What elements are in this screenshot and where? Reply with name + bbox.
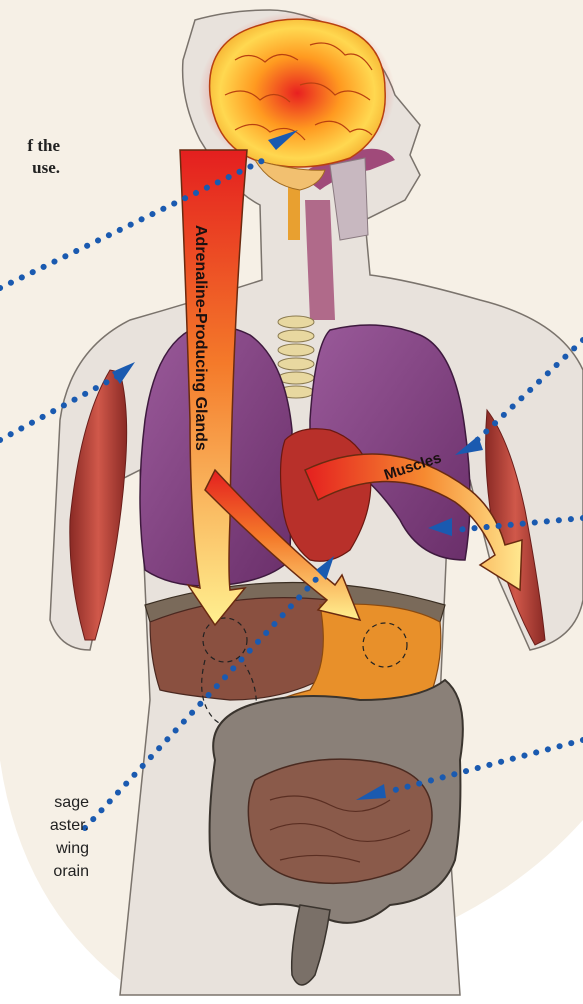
caption-bottom-line-3: wing — [0, 837, 89, 860]
caption-bottom-line-2: aster. — [0, 814, 89, 837]
caption-top-line-1: f the — [0, 135, 60, 157]
caption-bottom: sage aster. wing orain — [0, 791, 89, 883]
liver — [150, 598, 330, 700]
caption-top-line-2: use. — [0, 157, 60, 179]
glands-arrow-label: Adrenaline-Producing Glands — [192, 225, 209, 451]
caption-bottom-line-1: sage — [0, 791, 89, 814]
caption-bottom-line-4: orain — [0, 860, 89, 883]
small-intestine — [248, 759, 432, 883]
caption-top: f the use. — [0, 135, 60, 179]
